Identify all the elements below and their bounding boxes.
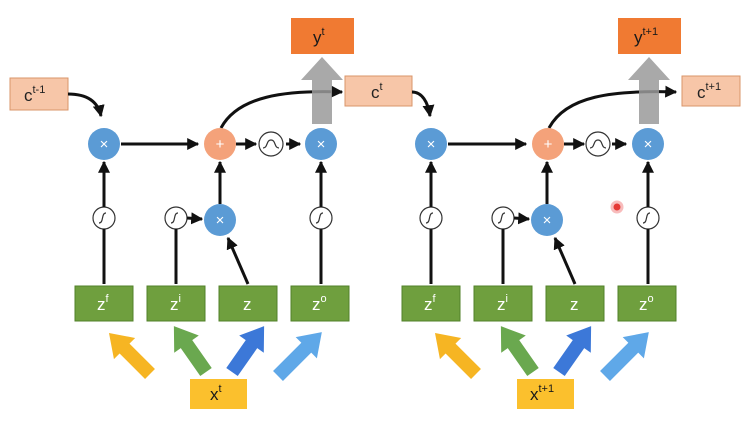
input-sigmoid-icon-2 — [491, 206, 515, 230]
output-multiply-symbol-2: × — [644, 136, 653, 153]
cell-output-sigmoid-icon-2 — [585, 131, 611, 157]
add-symbol: + — [216, 136, 225, 153]
output-multiply-symbol: × — [317, 136, 326, 153]
input-sigmoid-icon — [164, 206, 188, 230]
gate-zi-box-2 — [473, 285, 533, 322]
input-arrow-forget-2 — [434, 332, 481, 379]
input-arrow-output-gate-2 — [600, 332, 649, 381]
forget-multiply-symbol: × — [100, 136, 109, 153]
cell-state-prev-label: ct-1 — [24, 84, 45, 105]
input-arrow-cell-input — [226, 326, 265, 377]
add-node-2 — [532, 128, 564, 160]
add-node — [204, 128, 236, 160]
input-x-t1-label: xt+1 — [530, 383, 554, 404]
input-multiply-node — [204, 204, 236, 236]
input-sigmoid-to-mul-arrow-2 — [513, 212, 531, 225]
output-y-t-box — [291, 18, 354, 54]
lstm-cell-t: ct-1 yt × + × × — [9, 18, 354, 409]
cell-state-t1-box — [681, 75, 741, 107]
forget-sigmoid-icon-2 — [419, 206, 443, 230]
input-arrow-cell-input-2 — [553, 326, 592, 377]
forget-sigmoid-icon — [92, 206, 116, 230]
input-arrow-input-gate-2 — [500, 326, 539, 377]
gate-zi-label-2: zi — [497, 293, 508, 314]
input-x-t-box — [190, 379, 247, 409]
add-symbol-2: + — [544, 136, 553, 153]
gate-z-box-2 — [545, 285, 605, 322]
output-sigmoid-icon-2 — [636, 206, 660, 230]
gate-zf-label-2: zf — [424, 293, 437, 314]
input-arrow-output-gate — [273, 332, 322, 381]
gate-zo-box-2 — [617, 285, 677, 322]
gate-z-label: z — [243, 295, 252, 314]
input-multiply-symbol: × — [216, 212, 225, 229]
output-multiply-node-2 — [632, 128, 664, 160]
lstm-cell-t-plus-1: yt+1 ct+1 × + × × zf zi z zo — [401, 18, 741, 409]
forget-multiply-symbol-2: × — [427, 136, 436, 153]
input-multiply-symbol-2: × — [543, 212, 552, 229]
gate-zo-label-2: zo — [639, 293, 654, 314]
forget-multiply-node — [88, 128, 120, 160]
gate-zo-box — [290, 285, 350, 322]
output-y-t1-label: yt+1 — [634, 26, 658, 47]
forget-multiply-node-2 — [415, 128, 447, 160]
cell-state-t1-label: ct+1 — [697, 81, 721, 102]
output-y-t1-box — [618, 18, 681, 54]
gate-zi-box — [146, 285, 206, 322]
cell-state-t-label: ct — [371, 81, 383, 102]
output-up-arrow — [301, 57, 343, 124]
gate-zf-box-2 — [401, 285, 461, 322]
laser-pointer-dot — [610, 200, 624, 214]
z-to-input-mul-arrow — [226, 236, 250, 285]
gate-z-label-2: z — [570, 295, 579, 314]
cell-state-t-to-next-arrow — [411, 90, 435, 118]
z-to-input-mul-arrow-2 — [553, 236, 577, 285]
input-multiply-node-2 — [531, 204, 563, 236]
output-y-t-label: yt — [313, 26, 325, 47]
input-x-t-label: xt — [210, 383, 222, 404]
input-arrow-forget — [108, 332, 155, 379]
gate-zf-label: zf — [97, 293, 110, 314]
gate-zi-label: zi — [170, 293, 181, 314]
cell-state-in-arrow — [67, 92, 105, 118]
cell-state-prev-box — [9, 77, 69, 111]
output-up-arrow-2 — [628, 57, 670, 124]
cell-output-sigmoid-icon — [258, 131, 284, 157]
gate-z-box — [218, 285, 278, 322]
output-sigmoid-icon — [309, 206, 333, 230]
output-multiply-node — [305, 128, 337, 160]
cell-state-t-box — [344, 75, 413, 107]
input-arrow-input-gate — [173, 326, 212, 377]
gate-zf-box — [74, 285, 134, 322]
input-x-t1-box — [517, 379, 574, 409]
gate-zo-label: zo — [312, 293, 327, 314]
input-sigmoid-to-mul-arrow — [186, 212, 204, 225]
